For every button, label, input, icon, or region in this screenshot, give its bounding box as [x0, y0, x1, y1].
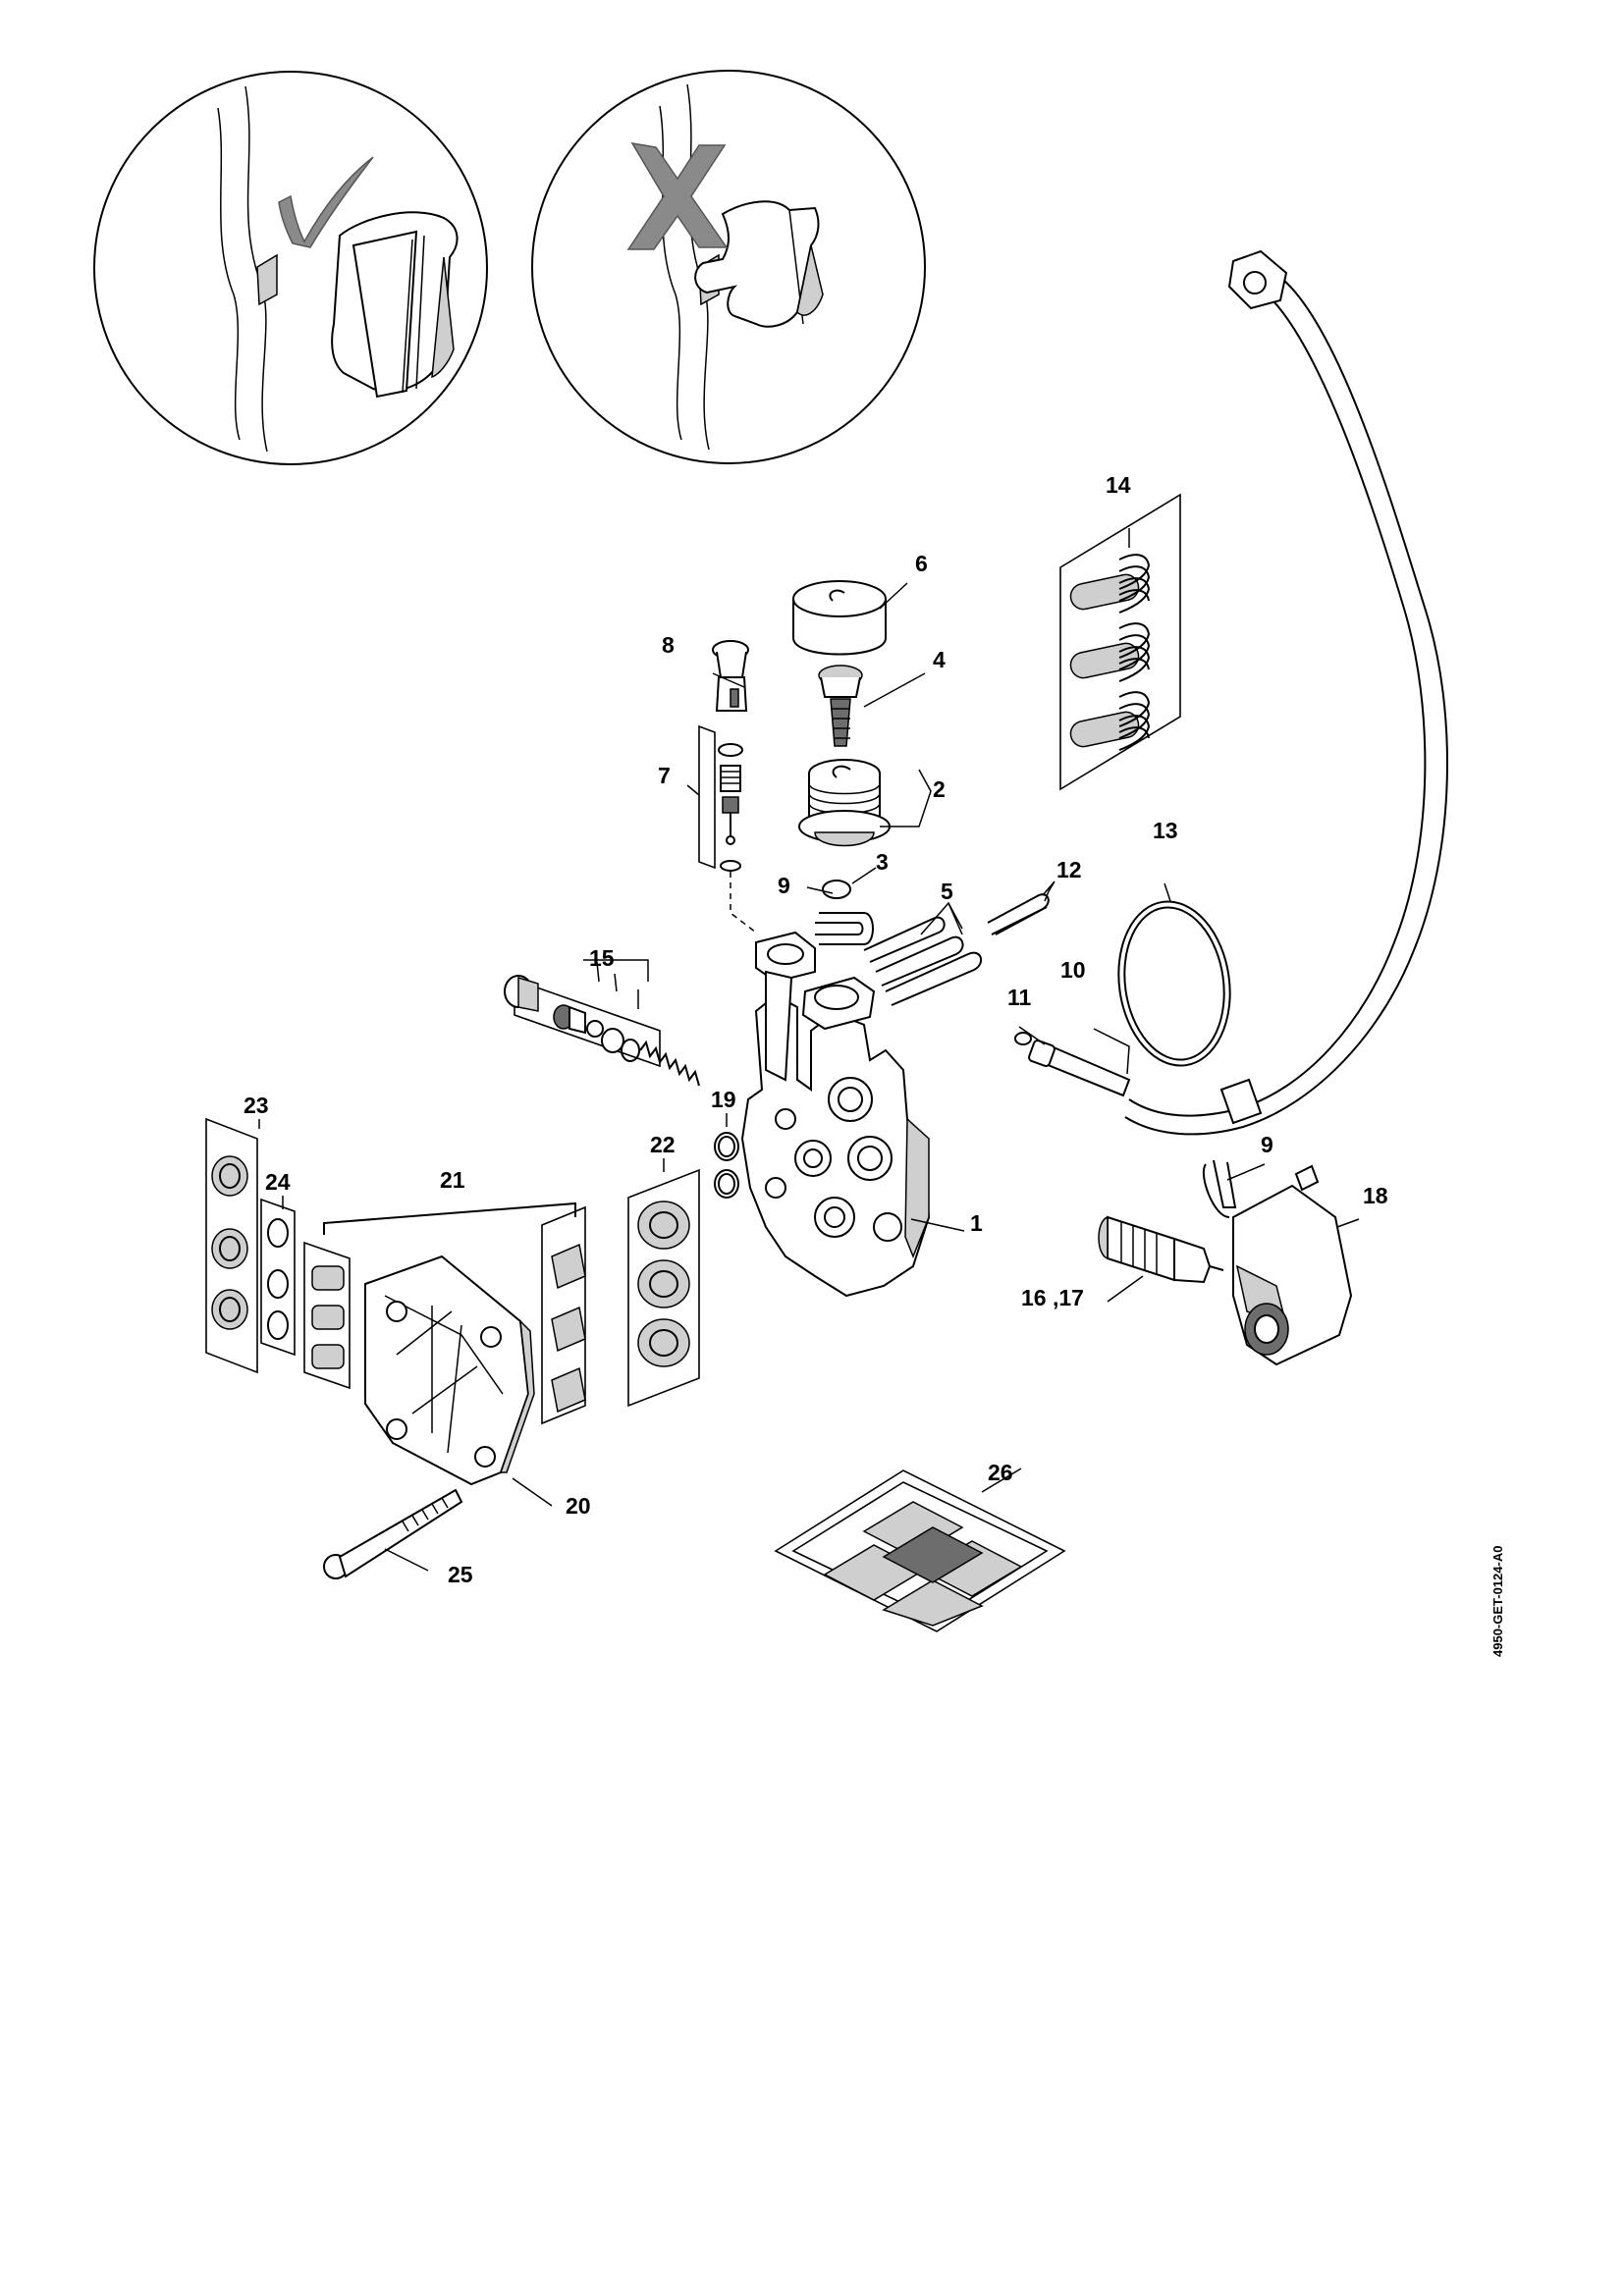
- part-14-springs-kit: [1059, 493, 1181, 791]
- part-19-o-rings: [714, 1132, 739, 1199]
- part-5-clips: [863, 916, 983, 1006]
- callout-14: 14: [1106, 472, 1131, 498]
- callout-24: 24: [265, 1169, 291, 1195]
- part-8-valve-plug: [712, 640, 749, 712]
- detail-incorrect-installation: [531, 70, 926, 464]
- part-1-pump-housing: [740, 931, 931, 1298]
- callouts: 1 2 3 4 5 6 7 8 9 9 10 11 12 13 14 15 16…: [244, 472, 1388, 1587]
- callout-26: 26: [988, 1460, 1013, 1485]
- callout-9-upper: 9: [778, 873, 790, 898]
- leader-lines: [258, 528, 1360, 1572]
- callout-11: 11: [1007, 985, 1032, 1010]
- callout-21: 21: [440, 1167, 465, 1193]
- part-25-bolt: [323, 1488, 463, 1579]
- cross-mark-icon: [626, 141, 729, 250]
- part-9-clip-lower: [1202, 1159, 1237, 1218]
- callout-5: 5: [941, 879, 953, 904]
- callout-25: 25: [448, 1562, 473, 1587]
- part-21-valve-kit-right: [541, 1205, 586, 1425]
- callout-8: 8: [662, 632, 675, 658]
- part-7-valve-kit: [698, 724, 757, 934]
- part-2-valve-body: [798, 759, 891, 847]
- part-4-valve-insert: [818, 665, 863, 747]
- part-20-cylinder-head: [364, 1255, 535, 1486]
- callout-4: 4: [933, 647, 946, 672]
- callout-12: 12: [1056, 857, 1082, 882]
- check-mark-icon: [278, 156, 374, 248]
- part-24-o-ring-kit: [260, 1198, 296, 1357]
- part-26-label-set: [774, 1469, 1066, 1632]
- part-6-cap: [792, 580, 887, 656]
- callout-13: 13: [1153, 818, 1178, 843]
- part-18-motor-unit: [1232, 1164, 1353, 1366]
- callout-2: 2: [933, 776, 946, 802]
- part-12-clip: [987, 893, 1050, 935]
- callout-22: 22: [650, 1132, 676, 1157]
- part-23-seal-kit: [205, 1117, 258, 1374]
- part-21-bracket: [323, 1201, 576, 1235]
- callout-23: 23: [244, 1093, 269, 1118]
- callout-6: 6: [915, 551, 928, 576]
- callout-9-lower: 9: [1261, 1132, 1273, 1157]
- part-9-clip-upper: [815, 912, 874, 945]
- callout-16-17: 16 ,17: [1021, 1285, 1084, 1310]
- callout-3: 3: [876, 849, 889, 875]
- part-13-o-ring: [1117, 900, 1231, 1067]
- drawing-number: 4950-GET-0124-A0: [1490, 1546, 1505, 1657]
- callout-7: 7: [658, 763, 671, 788]
- part-21-valve-kit-left: [303, 1241, 351, 1390]
- callout-15: 15: [589, 945, 615, 971]
- detail-correct-installation: [93, 71, 488, 465]
- callout-19: 19: [711, 1087, 736, 1112]
- callout-20: 20: [566, 1493, 591, 1519]
- part-10-hose-connector: [1014, 1032, 1131, 1097]
- callout-10: 10: [1060, 957, 1086, 983]
- high-pressure-hose: [1124, 249, 1448, 1136]
- part-15-valve-kit: [504, 975, 700, 1087]
- part-16-17-unloader-valve: [1098, 1215, 1224, 1284]
- callout-18: 18: [1363, 1183, 1388, 1208]
- part-3-o-ring: [822, 880, 851, 899]
- part-22-seal-kit: [627, 1168, 700, 1408]
- callout-1: 1: [970, 1210, 983, 1236]
